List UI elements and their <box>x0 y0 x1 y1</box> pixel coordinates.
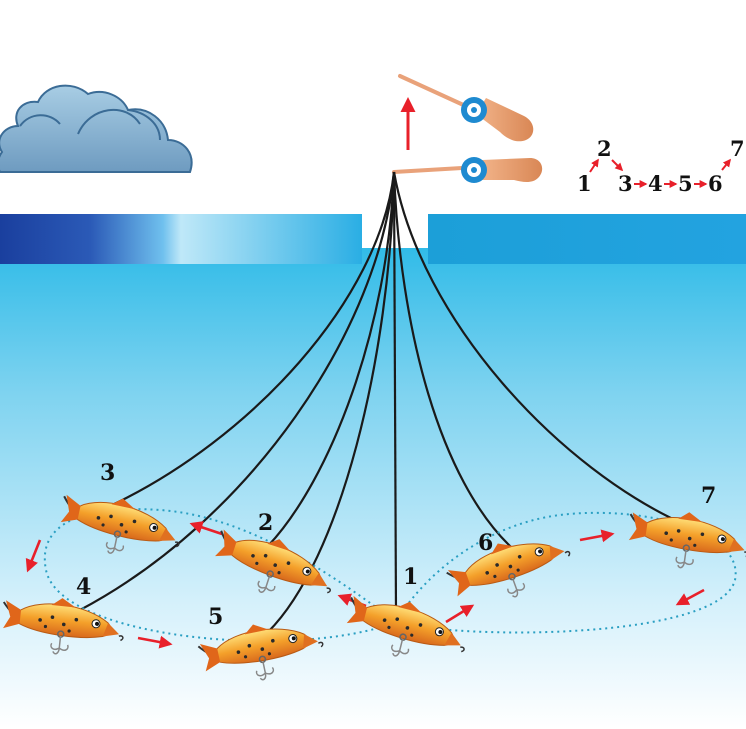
lure-label-5: 5 <box>208 604 223 630</box>
seq-7: 7 <box>730 136 745 161</box>
seq-3: 3 <box>618 171 633 196</box>
lure-label-2: 2 <box>258 510 273 536</box>
lure-label-1: 1 <box>403 564 418 590</box>
seq-6: 6 <box>708 171 723 196</box>
lure-label-3: 3 <box>100 460 115 486</box>
seq-5: 5 <box>678 171 693 196</box>
seq-4: 4 <box>648 171 663 196</box>
seq-1: 1 <box>577 171 592 196</box>
seq-2: 2 <box>597 136 612 161</box>
lure-label-4: 4 <box>76 574 91 600</box>
lure-label-6: 6 <box>478 530 493 556</box>
lure-label-7: 7 <box>701 483 716 509</box>
